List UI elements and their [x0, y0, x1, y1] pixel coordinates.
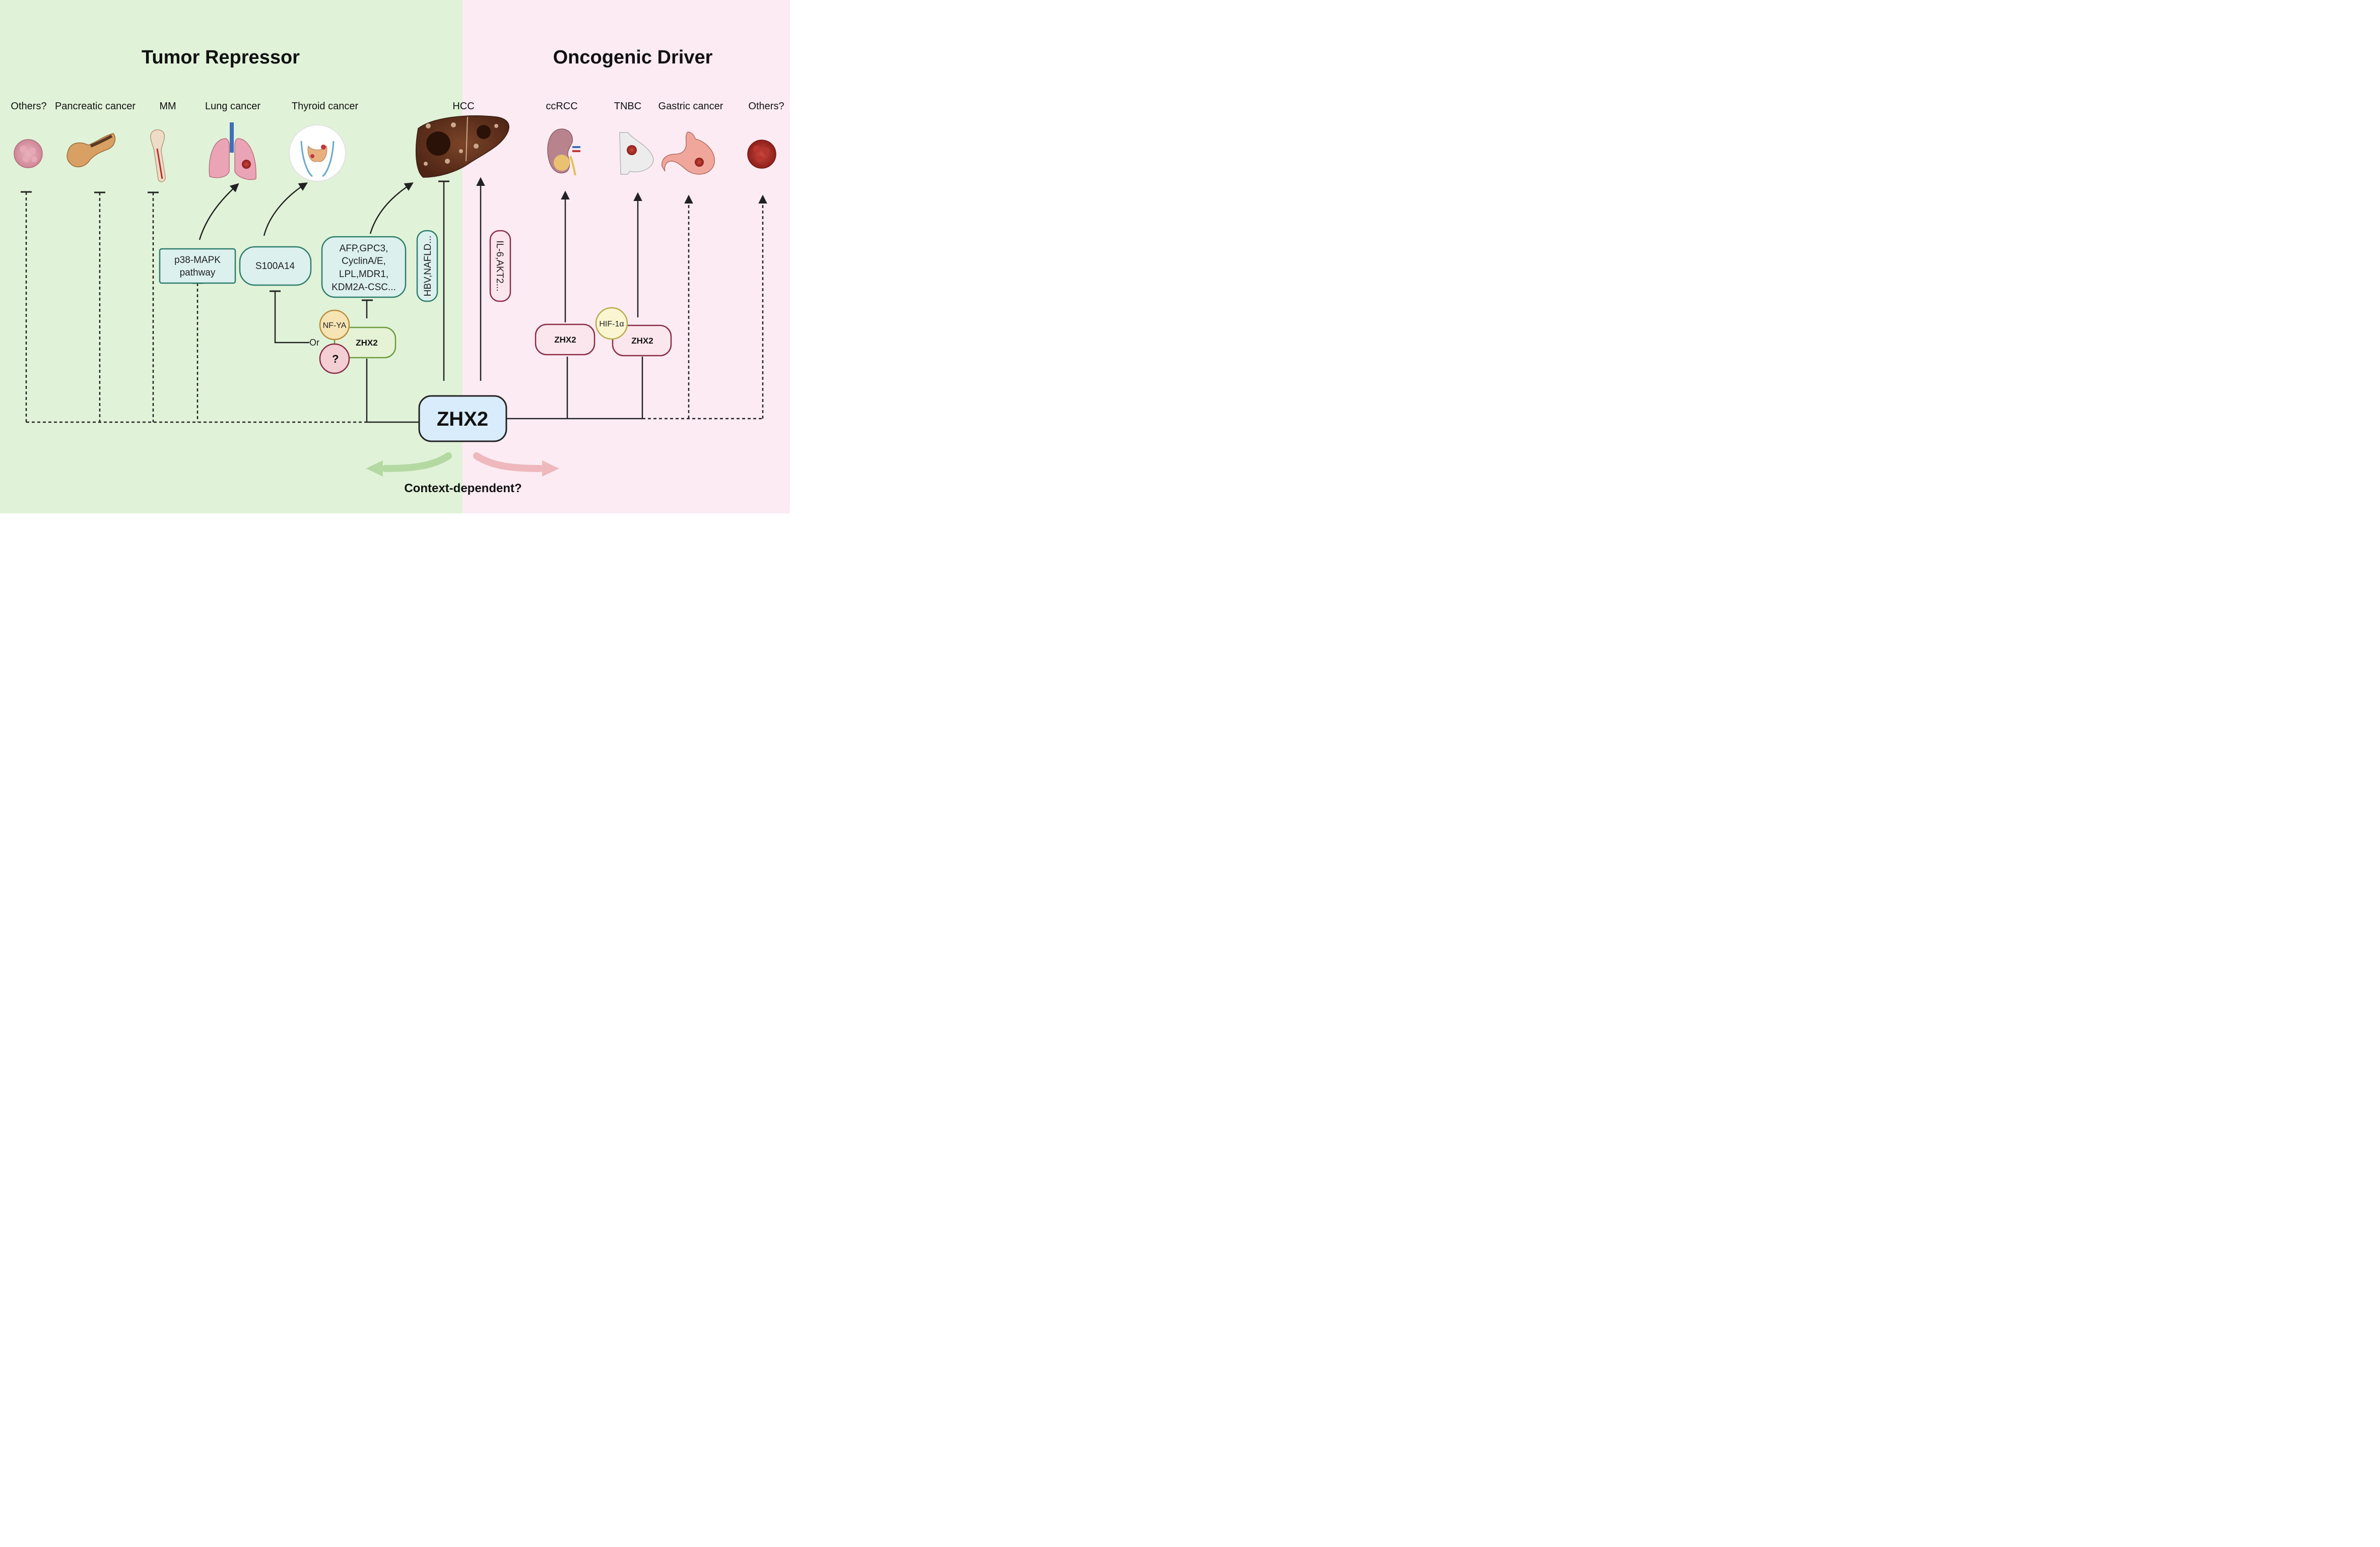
zhx2-central-label: ZHX2 — [437, 408, 488, 430]
thyroid-icon — [289, 124, 346, 182]
unknown-partner-circle — [319, 343, 350, 374]
target-genes-box: AFP,GPC3, CyclinA/E, LPL,MDR1, KDM2A-CSC… — [321, 236, 407, 298]
targets-line3: LPL,MDR1, — [339, 269, 388, 280]
tumor-right-icon — [747, 140, 776, 169]
zhx2-left-label: ZHX2 — [356, 338, 377, 348]
label-gastric-cancer: Gastric cancer — [658, 101, 723, 112]
solid-lines-right — [476, 177, 643, 420]
hif-label: HIF-1α — [599, 320, 624, 328]
right-title: Oncogenic Driver — [553, 47, 713, 68]
targets-line4: KDM2A-CSC... — [332, 282, 396, 293]
context-arrow-left — [366, 452, 452, 477]
dashed-lines-right — [642, 194, 767, 420]
dashed-inhibition-lines — [25, 192, 367, 423]
label-thyroid-cancer: Thyroid cancer — [292, 101, 359, 112]
context-dependent-label: Context-dependent? — [404, 482, 521, 495]
unknown-partner-label: ? — [332, 353, 339, 365]
targets-line1: AFP,GPC3, — [340, 243, 388, 254]
s100a14-box: S100A14 — [239, 246, 312, 286]
bone-icon — [150, 129, 166, 182]
label-ccrcc: ccRCC — [546, 101, 577, 112]
targets-line2: CyclinA/E, — [342, 256, 386, 266]
label-mm: MM — [159, 101, 176, 112]
diagram-svg: Tumor Repressor Oncogenic Driver Others?… — [0, 0, 790, 513]
label-others-left: Others? — [11, 101, 46, 112]
nfya-circle — [319, 309, 350, 341]
lung-icon — [209, 122, 256, 180]
tumor-left-icon — [14, 139, 43, 168]
label-others-right: Others? — [748, 101, 784, 112]
p38-line1: p38-MAPK — [174, 255, 221, 265]
zhx2-ccrcc-label: ZHX2 — [554, 335, 576, 345]
zhx2-complex-tnbc: ZHX2 HIF-1α — [595, 307, 672, 357]
label-lung-cancer: Lung cancer — [205, 101, 260, 112]
nfya-label: NF-YA — [323, 321, 347, 330]
zhx2-central-node: ZHX2 — [418, 395, 507, 442]
pancreas-icon — [67, 133, 116, 168]
solid-lines-left — [270, 180, 449, 423]
zhx2-tnbc-label: ZHX2 — [631, 336, 653, 346]
breast-icon — [619, 132, 654, 175]
zhx2-complex-ccrcc: ZHX2 — [535, 323, 596, 356]
context-arrow-right — [473, 452, 559, 477]
il6-akt2-label: IL-6,AKT2... — [494, 240, 505, 291]
hbv-nafld-label: HBV,NAFLD... — [423, 236, 433, 297]
stomach-icon — [662, 131, 715, 175]
zhx2-complex-left: ZHX2 NF-YA ? Or — [309, 309, 396, 374]
or-label: Or — [309, 338, 319, 348]
kidney-icon — [547, 128, 580, 176]
curved-activation-arrows — [199, 182, 414, 240]
liver-icon — [415, 115, 509, 178]
label-hcc: HCC — [452, 101, 474, 112]
label-tnbc: TNBC — [614, 101, 641, 112]
p38-line2: pathway — [180, 267, 216, 278]
right-panel-bg — [462, 0, 790, 513]
label-pancreatic-cancer: Pancreatic cancer — [55, 101, 136, 112]
p38-mapk-box: p38-MAPK pathway — [159, 248, 236, 284]
hif-circle — [595, 307, 628, 340]
hbv-nafld-box: HBV,NAFLD... — [416, 230, 438, 302]
diagram-canvas: Tumor Repressor Oncogenic Driver Others?… — [0, 0, 790, 513]
il6-akt2-box: IL-6,AKT2... — [489, 230, 511, 302]
s100a14-label: S100A14 — [255, 261, 295, 272]
left-title: Tumor Repressor — [142, 47, 300, 68]
